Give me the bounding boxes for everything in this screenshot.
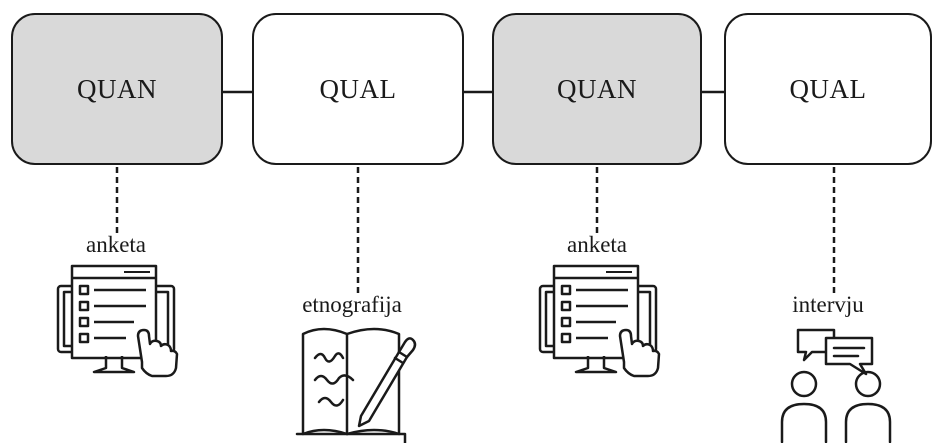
stage-2-label: QUAL [319, 73, 397, 104]
stage-1-label: QUAN [77, 73, 157, 104]
method-label-1: anketa [85, 232, 147, 257]
stage-4-label: QUAL [789, 73, 867, 104]
interview-people-icon [780, 328, 892, 443]
computer-survey-icon [56, 264, 179, 378]
stage-1-box: QUAN [11, 13, 223, 165]
stage-4-box: QUAL [724, 13, 932, 165]
method-label-2: etnografija [302, 292, 402, 317]
method-label-3: anketa [566, 232, 628, 257]
stage-2-box: QUAL [252, 13, 464, 165]
method-label-4: intervju [792, 292, 864, 317]
notebook-pen-icon [295, 327, 417, 443]
stage-3-label: QUAN [557, 73, 637, 104]
stage-3-box: QUAN [492, 13, 702, 165]
computer-survey-icon [538, 264, 661, 378]
